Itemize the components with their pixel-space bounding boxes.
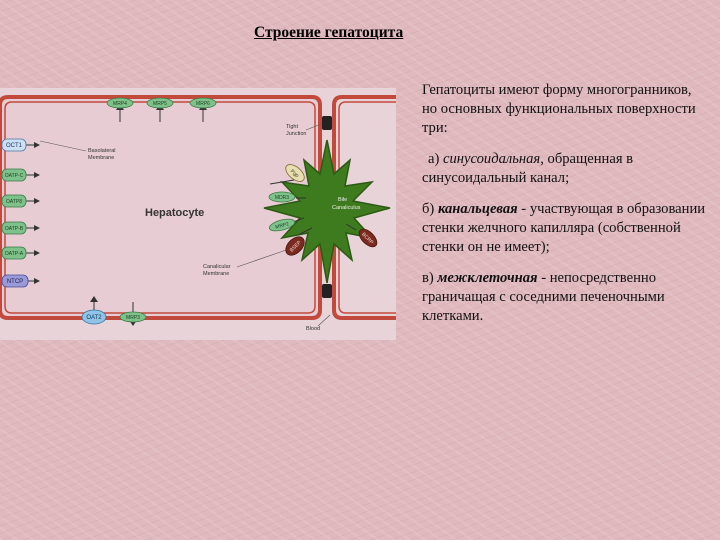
basolateral-label-1: Basolateral xyxy=(88,148,116,154)
svg-text:OATP-A: OATP-A xyxy=(5,251,24,257)
svg-text:OATP-C: OATP-C xyxy=(5,173,24,179)
term-sinusoidal: синусоидальная xyxy=(443,151,541,167)
transporter-pgp: Pgp xyxy=(269,164,305,185)
transporter-oatp-c: OATP-C xyxy=(1,168,40,182)
tight-junction-label-2: Junction xyxy=(286,131,307,137)
svg-text:Pgp: Pgp xyxy=(289,169,300,179)
svg-text:OATP-B: OATP-B xyxy=(5,226,24,232)
svg-text:MRP4: MRP4 xyxy=(113,101,127,107)
svg-text:MRP6: MRP6 xyxy=(196,101,210,107)
term-canalicular: канальцевая xyxy=(437,201,518,217)
tight-junction-top xyxy=(322,116,332,130)
tight-junction-label-1: Tight xyxy=(286,124,298,130)
transporter-oat2: OAT2 xyxy=(81,296,107,325)
transporter-oatp-b: OATP-B xyxy=(1,221,40,235)
transporter-mrp3: MRP3 xyxy=(119,302,147,326)
intro-paragraph: Гепатоциты имеют форму многогранников, н… xyxy=(422,82,696,136)
canalicular-pointer xyxy=(236,247,293,268)
transporter-mrp6: MRP6 xyxy=(189,97,217,122)
tight-junction-pointer xyxy=(305,123,322,131)
svg-text:MRP3: MRP3 xyxy=(126,315,140,321)
transporter-bcrp: BCRP xyxy=(345,223,378,248)
blood-label: Blood xyxy=(306,326,320,332)
svg-text:MRP2: MRP2 xyxy=(275,221,290,230)
svg-text:OCT1: OCT1 xyxy=(6,143,23,149)
bile-canaliculus-label-2: Canaliculus xyxy=(332,205,361,211)
svg-text:OATP8: OATP8 xyxy=(6,199,22,205)
hepatocyte-membrane xyxy=(0,95,322,320)
inner-membrane-line xyxy=(4,101,316,314)
term-intercellular: межклеточная xyxy=(437,270,538,286)
svg-text:OAT2: OAT2 xyxy=(86,315,102,321)
paragraph-sinusoidal: а) синусоидальная, обращенная в синусоид… xyxy=(422,151,634,186)
transporter-bsep: BSEP xyxy=(285,227,313,256)
tight-junction-bottom xyxy=(322,284,332,298)
paragraph-canalicular: б) канальцевая - участвующая в образован… xyxy=(422,201,706,255)
transporter-oatp8: OATP8 xyxy=(1,194,40,208)
transporter-oatp-a: OATP-A xyxy=(1,246,40,260)
basolateral-pointer xyxy=(39,140,87,152)
transporter-mrp2: MRP2 xyxy=(268,217,305,232)
hepatocyte-label: Hepatocyte xyxy=(145,207,204,219)
canalicular-label-1: Canalicular xyxy=(203,264,231,270)
hepatocyte-diagram: Hepatocyte Basolateral Membrane Canalicu… xyxy=(0,88,396,340)
transporter-ntcp: NTCP xyxy=(1,274,40,288)
blood-pointer xyxy=(317,314,331,327)
transporter-mdr3: MDR3 xyxy=(268,191,306,203)
canalicular-label-2: Membrane xyxy=(203,271,229,277)
transporter-oct1: OCT1 xyxy=(1,138,40,152)
transporter-mrp5: MRP5 xyxy=(146,97,174,122)
transporter-mrp4: MRP4 xyxy=(106,97,134,122)
svg-text:MRP5: MRP5 xyxy=(153,101,167,107)
paragraph-intercellular: в) межклеточная - непосредственно гранич… xyxy=(422,270,665,324)
slide-title: Строение гепатоцита xyxy=(254,24,404,41)
svg-text:MDR3: MDR3 xyxy=(275,195,289,201)
basolateral-label-2: Membrane xyxy=(88,155,114,161)
bile-canaliculus-label-1: Bile xyxy=(338,197,347,203)
svg-text:NTCP: NTCP xyxy=(7,279,23,285)
body-text: Гепатоциты имеют форму многогранников, н… xyxy=(422,81,707,338)
